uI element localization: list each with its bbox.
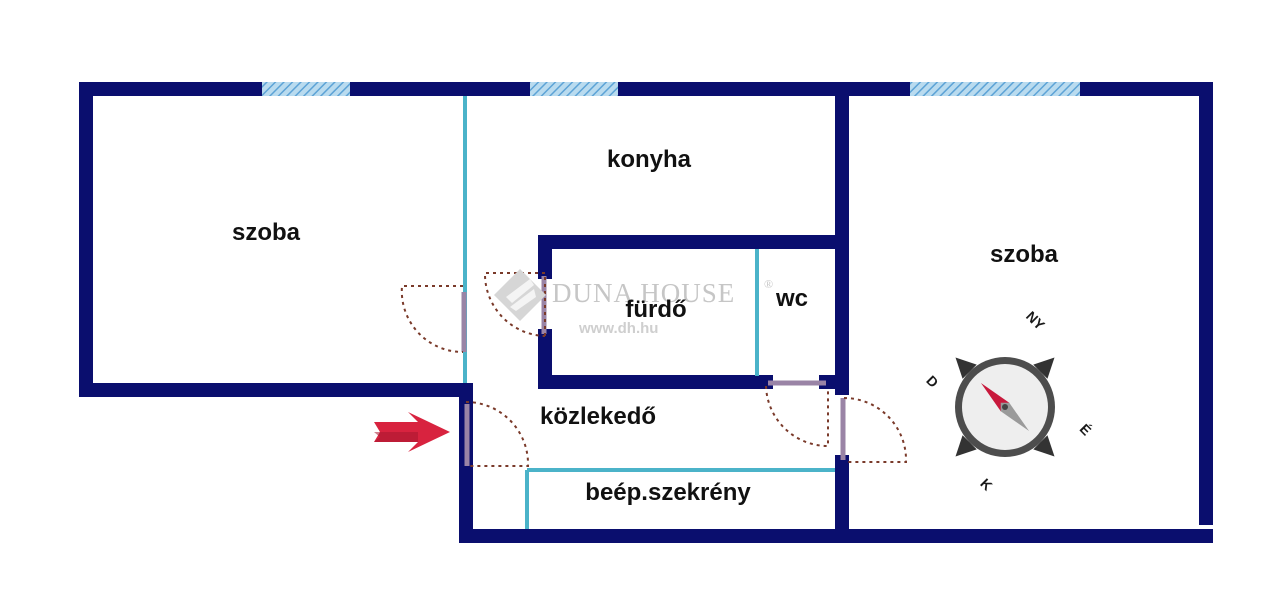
watermark-brand: DUNA HOUSE	[552, 278, 735, 308]
window-left-room	[262, 82, 350, 96]
room-label-right-szoba: szoba	[990, 241, 1059, 268]
room-label-left-szoba: szoba	[232, 219, 301, 246]
compass-needle-south	[1000, 402, 1030, 432]
compass-label-north: NY	[1023, 308, 1049, 334]
room-label-konyha: konyha	[607, 146, 692, 173]
door-swing-right-room	[843, 397, 908, 463]
watermark-url: www.dh.hu	[578, 320, 658, 337]
duna-house-watermark: DUNA HOUSE ® www.dh.hu	[494, 269, 774, 337]
room-label-kozlekedo: közlekedő	[540, 403, 656, 430]
door-swing-entrance	[465, 401, 530, 467]
compass-label-south: K	[977, 475, 995, 493]
entrance-arrow-icon	[374, 412, 450, 452]
door-swing-left-room	[400, 285, 464, 354]
window-kitchen	[530, 82, 618, 96]
windows	[262, 82, 1080, 96]
compass-label-west: D	[923, 372, 941, 390]
door-swing-bath	[483, 272, 546, 337]
room-label-wc: wc	[775, 285, 808, 312]
compass-label-east: É	[1077, 421, 1095, 439]
room-label-furdo: fürdő	[625, 296, 686, 323]
duna-house-logo-icon	[494, 269, 546, 321]
door-swing-wc	[765, 385, 829, 448]
window-right-room	[910, 82, 1080, 96]
room-labels: szoba konyha fürdő wc közlekedő beép.sze…	[232, 146, 1059, 506]
watermark-registered: ®	[764, 277, 774, 291]
compass-rose-icon	[955, 357, 1055, 457]
room-label-beep-szekreny: beép.szekrény	[585, 479, 751, 506]
door-swings	[400, 272, 908, 467]
